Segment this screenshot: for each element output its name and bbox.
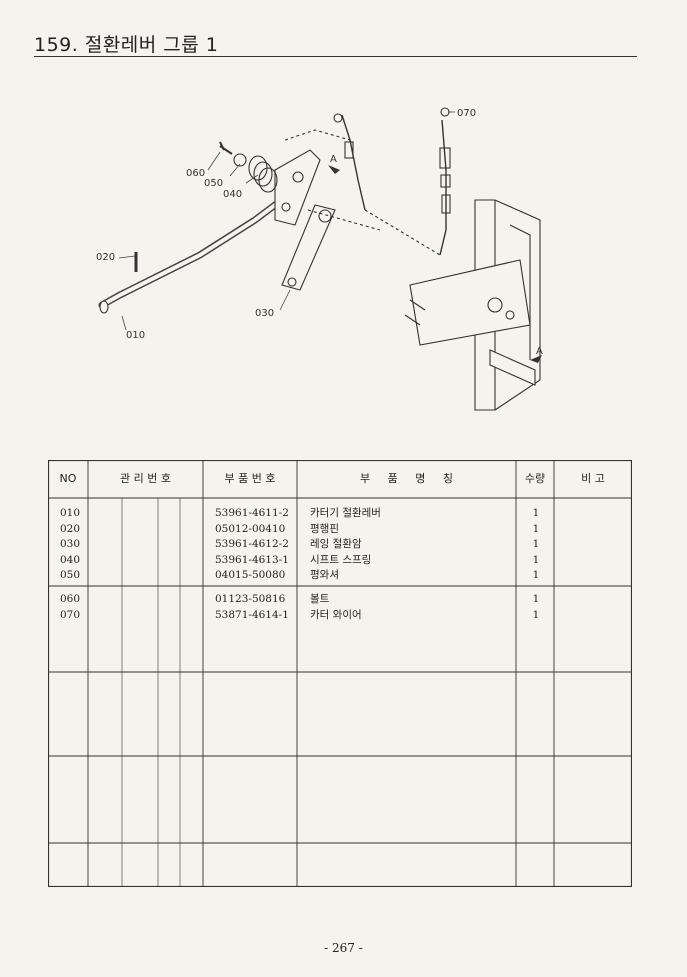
row-part-number: 05012-00410 xyxy=(215,522,286,535)
row-quantity: 1 xyxy=(532,608,540,621)
row-part-name: 레잉 절환암 xyxy=(310,538,362,550)
row-quantity: 1 xyxy=(532,593,540,605)
callout-070: 070 xyxy=(457,108,476,119)
row-no: 060 xyxy=(60,593,81,605)
row-part-number: 53961-4611-2 xyxy=(215,507,289,519)
cable-070 xyxy=(439,119,447,256)
row-quantity: 1 xyxy=(532,522,540,535)
arm-030 xyxy=(281,204,336,291)
row-no: 010 xyxy=(60,507,81,519)
row-no: 050 xyxy=(60,569,81,581)
row-part-name: 시프트 스프링 xyxy=(310,553,372,566)
header-remarks: 비 고 xyxy=(581,472,605,485)
bracket xyxy=(409,259,531,346)
row-part-number: 53961-4613-1 xyxy=(215,553,289,566)
header-quantity: 수량 xyxy=(524,472,546,485)
header-part-number: 부 품 번 호 xyxy=(224,472,276,485)
title-underline xyxy=(34,56,637,57)
parts-diagram: 010 020 030 040 050 060 070 A A xyxy=(96,107,543,411)
row-part-name: 평행핀 xyxy=(310,522,339,535)
spring-040 xyxy=(248,155,278,193)
callout-020: 020 xyxy=(96,252,115,263)
row-part-number: 04015-50080 xyxy=(215,569,286,581)
page-number: - 267 - xyxy=(324,941,363,955)
row-part-number: 53871-4614-1 xyxy=(215,608,289,621)
row-part-number: 01123-50816 xyxy=(215,593,286,605)
washer-050 xyxy=(233,153,247,167)
row-no: 030 xyxy=(60,538,81,550)
page-title: 159. 절환레버 그룹 1 xyxy=(34,34,219,56)
row-quantity: 1 xyxy=(532,569,540,581)
callout-010: 010 xyxy=(126,330,145,341)
row-part-name: 볼트 xyxy=(310,593,330,605)
row-part-name: 평와셔 xyxy=(310,569,339,581)
callout-060: 060 xyxy=(186,168,205,179)
row-part-name: 카터 와이어 xyxy=(310,608,362,621)
row-no: 070 xyxy=(60,608,81,621)
header-no: NO xyxy=(59,472,77,485)
row-part-number: 53961-4612-2 xyxy=(215,538,289,550)
row-no: 040 xyxy=(60,553,81,566)
row-no: 020 xyxy=(60,522,81,535)
table-grid xyxy=(48,460,632,887)
row-quantity: 1 xyxy=(532,507,540,519)
lever-plate xyxy=(274,149,321,226)
callout-050: 050 xyxy=(204,178,223,189)
parts-table: NO 관 리 번 호 부 품 번 호 부 품 명 칭 수량 비 고 010 53… xyxy=(48,460,632,887)
row-quantity: 1 xyxy=(532,553,540,566)
callout-a-lower: A xyxy=(536,346,543,357)
header-management-number: 관 리 번 호 xyxy=(120,472,171,485)
bolt-060 xyxy=(219,141,233,155)
row-quantity: 1 xyxy=(532,538,540,550)
callout-a-upper: A xyxy=(330,154,337,165)
callout-030: 030 xyxy=(255,308,274,319)
callout-040: 040 xyxy=(223,189,242,200)
row-part-name: 카터기 절환레버 xyxy=(310,507,381,519)
header-part-name: 부 품 명 칭 xyxy=(360,472,453,485)
